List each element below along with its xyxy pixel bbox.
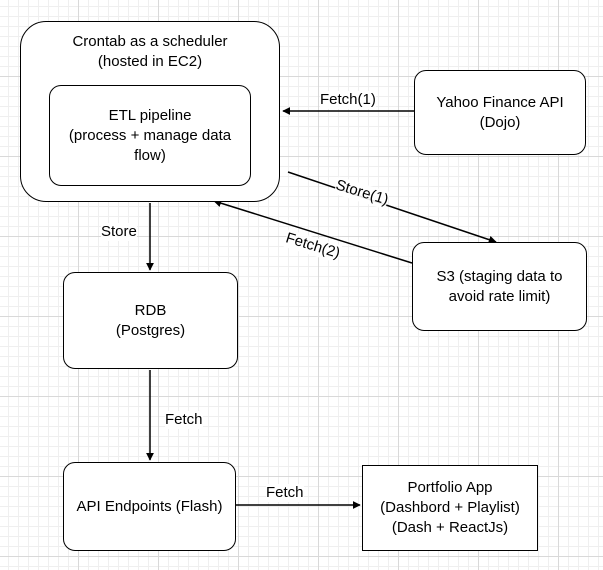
api-node[interactable]: API Endpoints (Flash) (63, 462, 236, 551)
etl-node[interactable]: ETL pipeline (process + manage data flow… (49, 85, 251, 186)
edge-label-fetch-api-portfolio: Fetch (266, 484, 304, 502)
etl-label: ETL pipeline (process + manage data flow… (68, 106, 232, 164)
arrow-scheduler-to-s3 (287, 171, 497, 244)
yahoo-label: Yahoo Finance API (Dojo) (436, 93, 564, 131)
yahoo-node[interactable]: Yahoo Finance API (Dojo) (414, 70, 586, 155)
api-label: API Endpoints (Flash) (76, 497, 223, 515)
edge-label-fetch-1: Fetch(1) (320, 91, 376, 109)
edge-label-store: Store (101, 223, 137, 241)
portfolio-label: Portfolio App (Dashbord + Playlist) (Das… (380, 479, 520, 536)
arrow-s3-to-scheduler (213, 199, 413, 264)
s3-label: S3 (staging data to avoid rate limit) (436, 267, 563, 305)
edge-label-fetch-rdb-api: Fetch (165, 411, 203, 429)
s3-node[interactable]: S3 (staging data to avoid rate limit) (412, 242, 587, 331)
portfolio-node[interactable]: Portfolio App (Dashbord + Playlist) (Das… (362, 465, 538, 551)
scheduler-label: Crontab as a scheduler (hosted in EC2) (72, 33, 228, 70)
rdb-label: RDB (Postgres) (115, 301, 186, 339)
rdb-node[interactable]: RDB (Postgres) (63, 272, 238, 369)
